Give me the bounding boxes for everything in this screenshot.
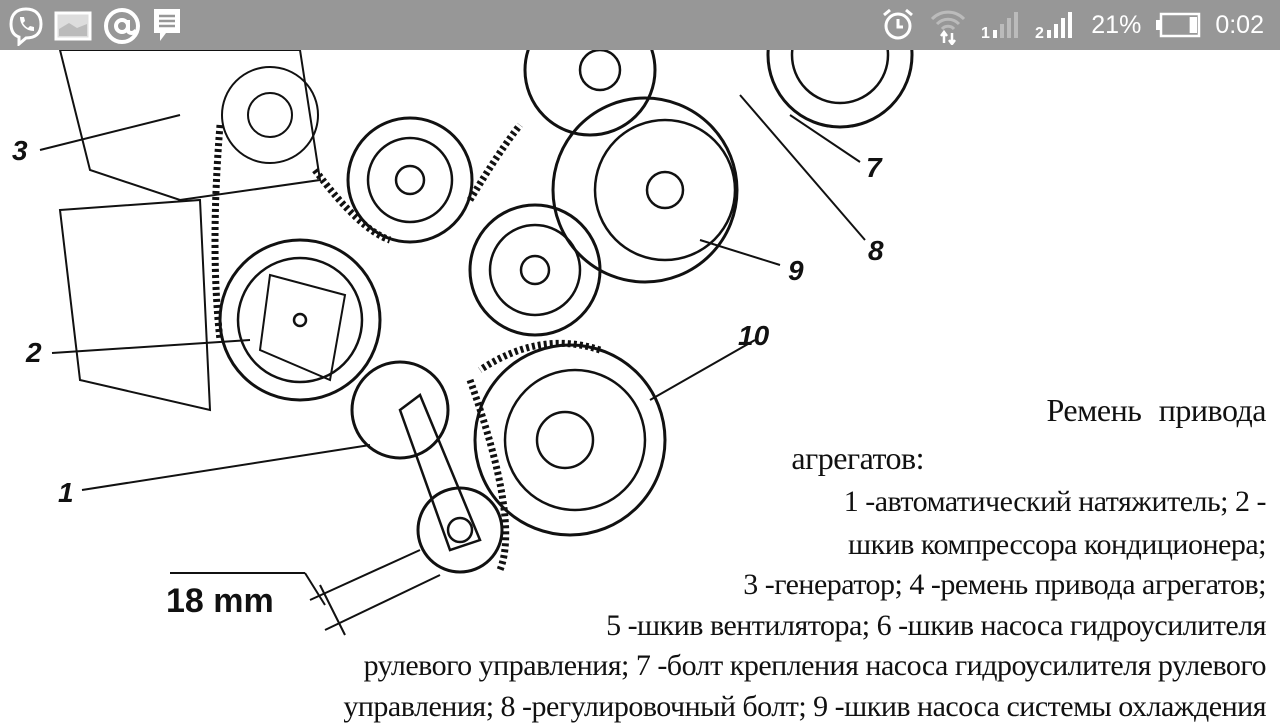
caption-line: 1 -автоматический натяжитель; 2 -: [843, 485, 1267, 518]
caption-line: 3 -генератор; 4 -ремень привода агрегато…: [743, 568, 1266, 601]
tensioner: [350, 360, 504, 574]
drive-belt: [211, 122, 602, 572]
caption-title: Ремень привода: [1046, 392, 1267, 428]
dimension-label: 18 mm: [166, 582, 274, 620]
battery-icon: [1156, 12, 1201, 38]
mail-at-icon: [104, 8, 140, 44]
idler-middle: [468, 203, 602, 337]
battery-percent: 21%: [1091, 10, 1142, 39]
callout-10: 10: [738, 320, 770, 351]
callout-9: 9: [788, 255, 804, 286]
crankshaft-pulley: [473, 343, 667, 537]
caption-title-cont: агрегатов:: [791, 440, 924, 476]
callout-8: 8: [868, 235, 884, 266]
callout-3: 3: [12, 135, 28, 166]
top-pulley: [523, 50, 657, 137]
idler-top: [346, 116, 474, 244]
signal-sim2-icon: 2: [1035, 12, 1073, 40]
belt-drive-diagram: 3 2 1 10 7 8 9 18 mm: [0, 50, 1280, 720]
top-right-pulley: [766, 50, 914, 129]
callout-1: 1: [58, 477, 74, 508]
svg-text:1: 1: [981, 25, 990, 40]
callout-2: 2: [26, 337, 42, 368]
message-icon: [154, 9, 180, 41]
signal-sim1-icon: 1: [981, 12, 1019, 40]
callout-7: 7: [866, 152, 882, 183]
caption-line: управления; 8 -регулировочный болт; 9 -ш…: [343, 690, 1266, 723]
wifi-icon: [931, 10, 966, 45]
clock: 0:02: [1215, 10, 1264, 39]
caption-line: 5 -шкив вентилятора; 6 -шкив насоса гидр…: [606, 609, 1266, 642]
svg-text:2: 2: [1035, 25, 1044, 40]
caption-line: рулевого управления; 7 -болт крепления н…: [363, 649, 1267, 682]
caption-line: шкив компрессора кондиционера;: [848, 528, 1266, 561]
leader-lines: [39, 94, 866, 636]
alarm-icon: [883, 8, 914, 40]
alternator: [58, 50, 322, 202]
gallery-icon: [54, 11, 92, 41]
compressor-pulley: [58, 198, 382, 412]
engine-drawing: [39, 50, 914, 636]
viber-icon: [9, 7, 43, 46]
water-pump-pulley: [551, 96, 739, 284]
status-bar: 1 2 21% 0:02: [0, 0, 1280, 50]
